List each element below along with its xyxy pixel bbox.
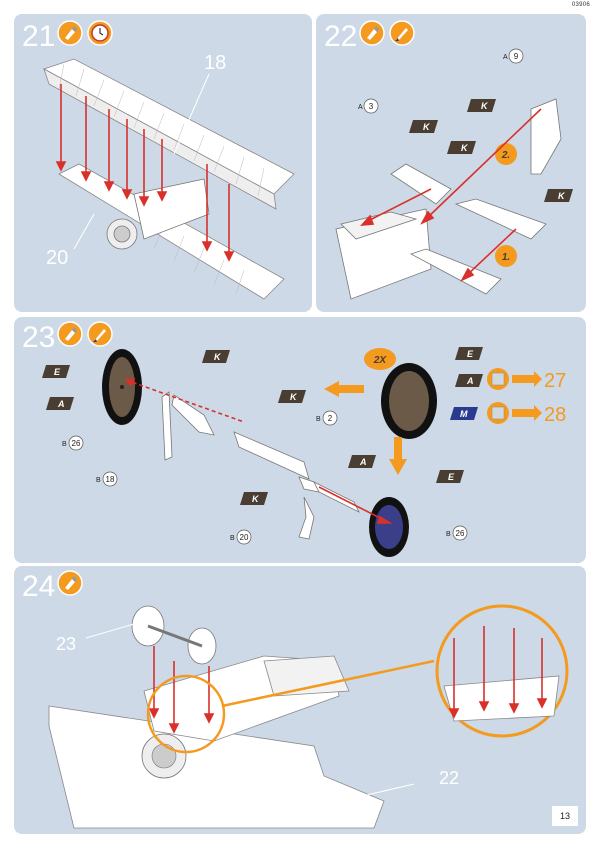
product-code: 03906 xyxy=(571,2,590,8)
part-B2: 2 xyxy=(328,414,333,423)
paint-brush-icon xyxy=(389,20,415,46)
step-21-panel: 21 xyxy=(14,14,312,312)
step-number: 21 xyxy=(22,20,56,53)
part-prefix: B xyxy=(316,416,321,423)
part-prefix: B xyxy=(62,441,67,448)
glue-icon xyxy=(57,570,83,596)
part-prefix: B xyxy=(230,535,235,542)
step-number: 22 xyxy=(324,20,358,53)
paint-E: E xyxy=(467,349,474,359)
paint-K: K xyxy=(214,352,222,362)
page-number: 13 xyxy=(552,806,578,826)
part-A3: 3 xyxy=(369,102,374,111)
paint-A: A xyxy=(466,376,474,386)
part-A9: 9 xyxy=(514,52,519,61)
order-2: 2. xyxy=(501,150,510,161)
ref-step-27: 27 xyxy=(544,370,566,392)
callout-23: 23 xyxy=(56,634,76,654)
callout-22: 22 xyxy=(439,768,459,788)
paint-E: E xyxy=(448,472,455,482)
part-B18: 18 xyxy=(106,475,115,484)
paint-E: E xyxy=(54,367,61,377)
paint-K: K xyxy=(290,392,298,402)
upper-wing xyxy=(42,58,295,210)
step-23-panel: 23 xyxy=(14,317,586,563)
part-B26: 26 xyxy=(456,529,465,538)
paint-A: A xyxy=(57,399,65,409)
callout-20: 20 xyxy=(46,247,68,269)
part-prefix: A xyxy=(358,104,363,111)
step-24-drawing: 23 22 xyxy=(48,604,569,829)
part-prefix: B xyxy=(96,477,101,484)
step-number: 24 xyxy=(22,570,56,603)
glue-icon xyxy=(359,20,385,46)
order-1: 1. xyxy=(502,252,510,263)
part-B26: 26 xyxy=(72,439,81,448)
part-prefix: B xyxy=(446,531,451,538)
multiplier-badge: 2X xyxy=(373,355,388,366)
clock-icon xyxy=(87,20,113,46)
paint-K: K xyxy=(423,122,431,132)
step-number: 23 xyxy=(22,321,56,354)
paint-K: K xyxy=(558,191,566,201)
fuselage xyxy=(106,178,210,250)
paint-K: K xyxy=(481,101,489,111)
step-21-drawing: 18 20 xyxy=(42,52,295,300)
paint-M: M xyxy=(460,409,468,419)
step-22-drawing: 9 A 3 A K K K K 2. 1. xyxy=(335,48,573,300)
glue-icon xyxy=(57,20,83,46)
paint-K: K xyxy=(252,494,260,504)
ref-step-28: 28 xyxy=(544,404,566,426)
glue-icon xyxy=(57,321,83,347)
lower-wing xyxy=(58,163,285,300)
paint-A: A xyxy=(359,457,367,467)
step-24-panel: 24 xyxy=(14,566,586,834)
callout-18: 18 xyxy=(204,52,226,74)
paint-brush-icon xyxy=(87,321,113,347)
step-23-drawing: 2X E A K K K E A M A E xyxy=(42,347,566,557)
step-22-panel: 22 9 A 3 A K xyxy=(316,14,586,312)
part-B20: 20 xyxy=(240,533,249,542)
paint-K: K xyxy=(461,143,469,153)
part-prefix: A xyxy=(503,54,508,61)
reference-box-icon xyxy=(487,368,509,424)
